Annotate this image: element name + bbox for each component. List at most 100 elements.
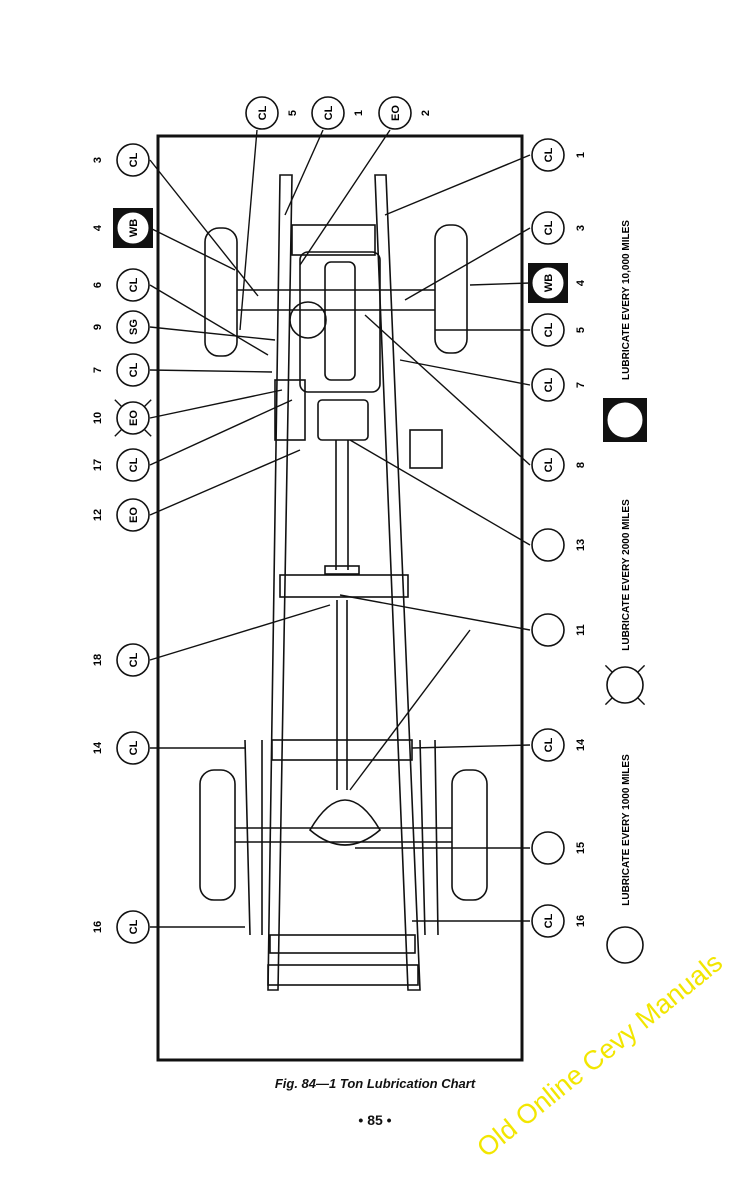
- differential: [308, 799, 382, 846]
- callout-4: WB 4: [528, 263, 587, 303]
- circle-marker: [116, 268, 150, 302]
- leader-line: [149, 604, 331, 661]
- leader-line: [149, 389, 283, 419]
- circle-marker: [116, 643, 150, 677]
- front-wheel-left: [204, 227, 238, 357]
- air-cleaner: [289, 301, 327, 339]
- lubricant-code: SG: [128, 319, 140, 335]
- circle-marker: [531, 368, 565, 402]
- circle-marker: [116, 143, 150, 177]
- callout-number: 10: [92, 412, 104, 424]
- propeller-shaft: [335, 440, 349, 790]
- circle-marker: [116, 498, 150, 532]
- leader-line: [349, 439, 531, 546]
- lubricant-code: CL: [128, 740, 140, 755]
- lubricant-code: CL: [543, 737, 555, 752]
- callout-4: WB 4: [92, 208, 153, 248]
- circle-marker: [606, 666, 644, 704]
- cross-member: [269, 934, 416, 954]
- circle-marker: [606, 926, 644, 964]
- lubricant-code: CL: [128, 362, 140, 377]
- callout-14: CL 14: [531, 728, 587, 762]
- center-bearing: [324, 565, 360, 575]
- leader-line: [339, 594, 531, 631]
- lubricant-code: WB: [128, 219, 140, 237]
- circle-marker: [531, 728, 565, 762]
- leader-line: [399, 359, 531, 386]
- circle-marker: [378, 96, 412, 130]
- callout-number: 12: [92, 509, 104, 521]
- callout-number: 4: [92, 224, 104, 231]
- leader-line: [404, 227, 531, 301]
- frame-rail-right: [374, 174, 421, 991]
- circle-marker: [531, 448, 565, 482]
- legend: LUBRICATE EVERY 10,000 MILES LUBRICATE EV…: [603, 220, 647, 964]
- circle-marker: [531, 904, 565, 938]
- leader-line: [149, 449, 301, 516]
- leader-line: [284, 129, 324, 216]
- lubricant-code: WB: [543, 274, 555, 292]
- callout-number: 17: [92, 459, 104, 471]
- leader-line: [349, 629, 471, 791]
- engine-block: [299, 251, 381, 393]
- legend-label: LUBRICATE EVERY 2000 MILES: [621, 499, 632, 651]
- legend-item: LUBRICATE EVERY 1000 MILES: [606, 754, 644, 964]
- frame-rail-left: [267, 174, 293, 991]
- circle-marker: [116, 731, 150, 765]
- legend-label: LUBRICATE EVERY 10,000 MILES: [621, 220, 632, 380]
- leader-line: [469, 282, 531, 286]
- callout-17: CL 17: [92, 448, 150, 482]
- callout-number: 13: [575, 539, 587, 551]
- rear-wheel-left: [199, 769, 236, 901]
- lubricant-code: CL: [543, 220, 555, 235]
- diagram-border: [156, 134, 524, 1062]
- lubricant-code: EO: [390, 105, 402, 121]
- lubricant-code: CL: [128, 277, 140, 292]
- leader-line: [384, 154, 531, 216]
- legend-label: LUBRICATE EVERY 1000 MILES: [621, 754, 632, 906]
- callout-number: 1: [353, 110, 365, 116]
- cross-member: [271, 739, 413, 761]
- leader-line: [149, 284, 269, 356]
- lubricant-code: CL: [128, 457, 140, 472]
- callout-number: 5: [287, 110, 299, 116]
- lubricant-code: EO: [128, 507, 140, 523]
- circle-marker: [531, 613, 565, 647]
- callout-number: 6: [92, 282, 104, 288]
- callout-number: 18: [92, 654, 104, 666]
- callout-18: CL 18: [92, 643, 150, 677]
- callout-number: 4: [575, 279, 587, 286]
- callout-10: EO 10: [92, 399, 152, 437]
- callout-number: 16: [92, 921, 104, 933]
- cross-member: [267, 964, 419, 986]
- lubricant-code: EO: [128, 410, 140, 426]
- leader-lines: [149, 129, 531, 928]
- lubricant-code: CL: [128, 152, 140, 167]
- callout-number: 14: [92, 741, 104, 754]
- lubricant-code: CL: [128, 652, 140, 667]
- front-wheel-right: [434, 224, 468, 354]
- callout-number: 5: [575, 327, 587, 333]
- callouts: CL3WB4CL6SG9CL7EO10CL17EO12CL18CL14CL16C…: [92, 96, 587, 944]
- leader-line: [239, 129, 258, 331]
- callout-16: CL 16: [92, 910, 150, 944]
- circle-marker: [531, 211, 565, 245]
- figure-caption: Fig. 84—1 Ton Lubrication Chart: [274, 1076, 476, 1091]
- callout-number: 14: [575, 738, 587, 751]
- callout-number: 16: [575, 915, 587, 927]
- callout-number: 3: [92, 157, 104, 163]
- leader-line: [149, 399, 293, 466]
- callout-3: CL 3: [92, 143, 150, 177]
- lubricant-code: CL: [543, 377, 555, 392]
- lubricant-code: CL: [323, 105, 335, 120]
- circle-marker: [116, 401, 150, 435]
- lubricant-code: CL: [128, 919, 140, 934]
- leader-line: [364, 314, 531, 466]
